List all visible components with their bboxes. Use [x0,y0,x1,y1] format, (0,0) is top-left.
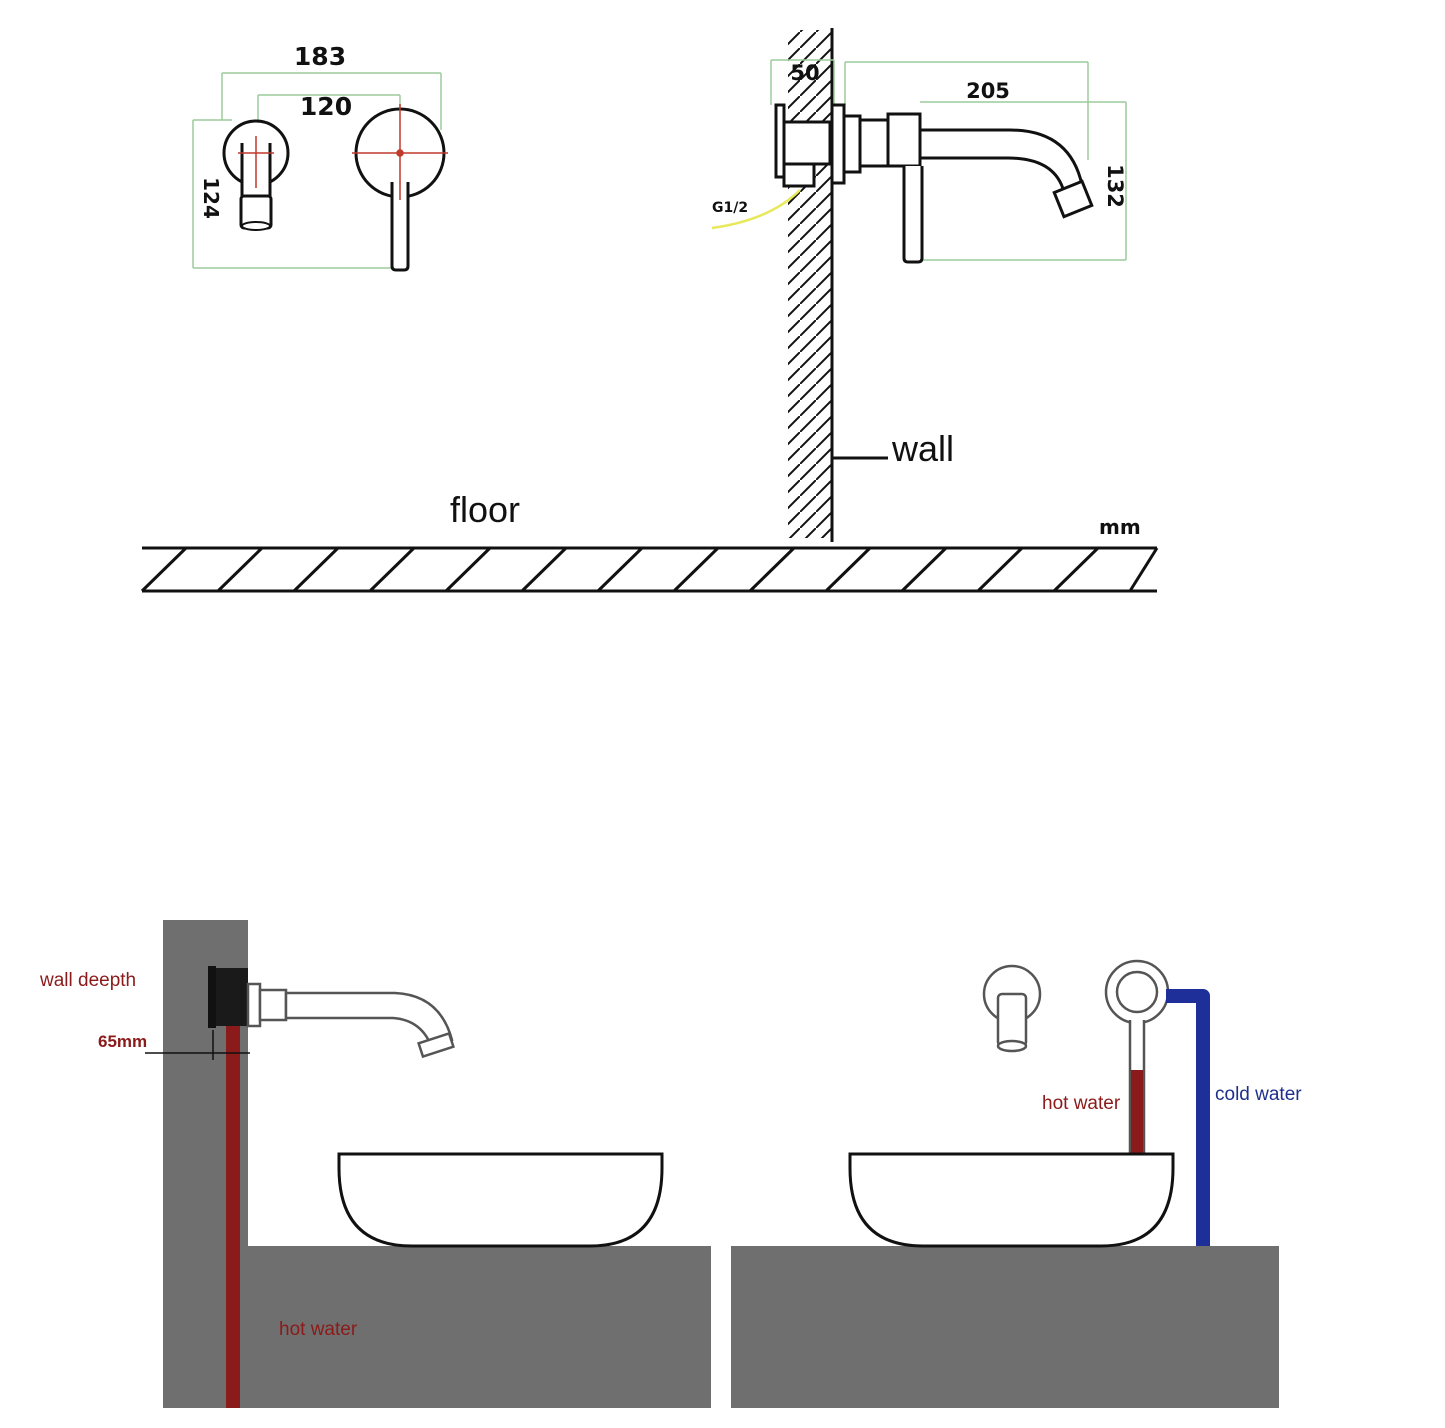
wall-depth-marker [145,1030,250,1060]
front-view-dimension-lines [192,72,442,269]
installation-left: wall deepth 65mm hot water [39,920,711,1408]
side-faucet-body [774,103,1094,264]
concrete-counter-left [248,1246,711,1408]
front-view: 183 120 124 [192,42,448,272]
mixing-box-flange [208,966,216,1028]
floor-hatch-line [292,546,340,593]
side-view-dimension-lines [770,59,1127,261]
floor-hatch-line [1052,546,1100,593]
thread-label: G1/2 [712,200,748,216]
basin-left [337,1152,664,1248]
dim-height: 124 [199,177,223,219]
dim-spout-length: 205 [966,79,1010,103]
wall-depth-label: wall deepth [39,970,136,991]
cold-water-label: cold water [1215,1084,1302,1105]
front-spout-center-mark [238,136,274,188]
floor-hatch-line [368,546,416,593]
wall-depth-value: 65mm [98,1032,147,1051]
dim-center-distance: 120 [300,92,352,121]
basin-right [848,1152,1175,1248]
floor-label: floor [450,489,520,530]
floor-hatch-line [1128,547,1159,592]
floor-hatch-line [596,546,644,593]
front-spout-small [982,964,1042,1053]
floor-hatch-line [672,546,720,593]
unit-label: mm [1099,515,1141,539]
wall-label: wall [891,428,954,469]
hot-water-pipe-right [1131,1070,1143,1154]
floor-hatch-line [900,546,948,593]
dim-spout-height: 132 [1103,164,1127,208]
floor-hatch-line [216,546,264,593]
front-spout [222,119,290,231]
floor-hatch [140,546,1159,593]
side-view: G1/2 50 205 132 wall [711,28,1127,542]
floor-hatch-line [748,546,796,593]
dim-plate-depth: 50 [790,61,819,85]
floor-hatch-line [824,546,872,593]
wall-hatch [788,30,832,538]
mixing-box [214,968,248,1026]
installation-right: hot water cold water [731,959,1302,1408]
floor: floor mm [140,489,1159,593]
thread-leader [711,189,801,230]
floor-hatch-line [444,546,492,593]
concrete-counter-right [731,1246,1279,1408]
front-handle-center-mark [352,104,448,200]
cold-water-pipe [1166,989,1210,1246]
hot-water-pipe [226,1012,240,1408]
hot-water-label-right: hot water [1042,1093,1121,1114]
bottom-spout [246,982,455,1059]
floor-hatch-line [976,546,1024,593]
floor-hatch-line [520,546,568,593]
floor-hatch-line [140,546,188,593]
hot-water-label-left: hot water [279,1319,358,1340]
dim-overall-width: 183 [294,42,346,71]
